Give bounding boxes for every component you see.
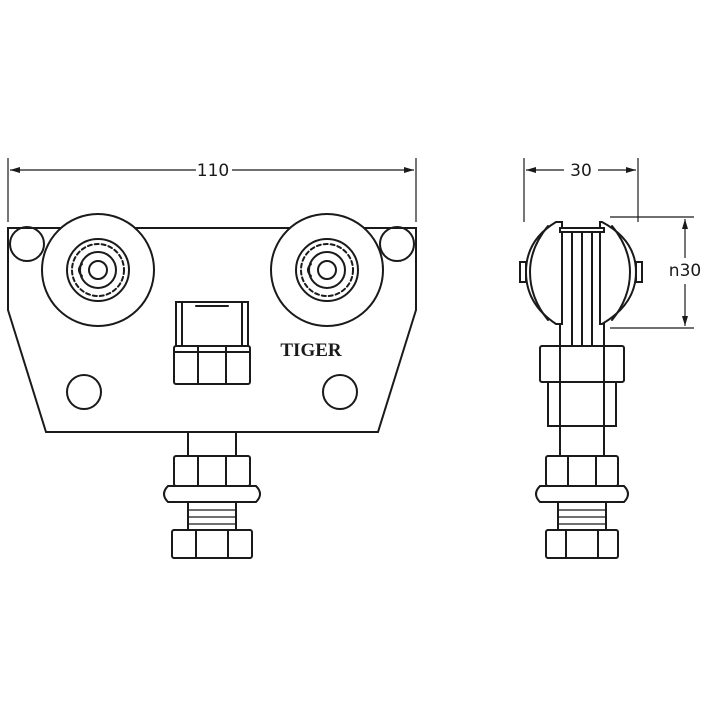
brand-label: TIGER bbox=[280, 340, 342, 361]
mounting-hole-bottom-left bbox=[66, 374, 102, 410]
wheel-left bbox=[41, 213, 155, 327]
side-view: 30 n30 bbox=[519, 158, 701, 559]
dimension-n30-label: n30 bbox=[669, 261, 701, 281]
dimension-30-label: 30 bbox=[570, 161, 592, 181]
center-nut-block bbox=[173, 301, 251, 385]
mounting-bolt-side bbox=[535, 425, 629, 559]
dimension-110-label: 110 bbox=[197, 161, 229, 181]
wheel-right bbox=[270, 213, 384, 327]
dimension-diameter-n30: n30 bbox=[610, 216, 701, 329]
mounting-hole-bottom-right bbox=[322, 374, 358, 410]
side-wheel-right bbox=[599, 221, 643, 325]
mounting-hole-top-left bbox=[9, 226, 45, 262]
front-view: 110 bbox=[7, 158, 417, 559]
side-wheel-left bbox=[519, 221, 563, 325]
mounting-bolt-front bbox=[163, 427, 261, 559]
side-nut-block bbox=[539, 227, 625, 427]
mounting-hole-top-right bbox=[379, 226, 415, 262]
dimension-width-110: 110 bbox=[7, 158, 417, 222]
dimension-width-30: 30 bbox=[523, 158, 639, 222]
